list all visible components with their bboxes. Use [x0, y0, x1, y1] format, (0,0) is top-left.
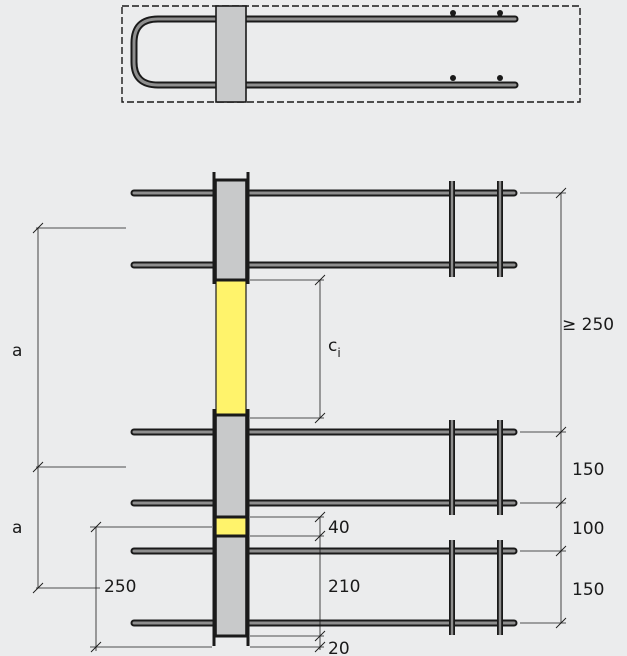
dim-tick — [32, 222, 44, 234]
label-min-250: ≥ 250 — [562, 315, 614, 335]
joint-gap-ci — [215, 279, 247, 416]
panel-column — [212, 172, 250, 646]
dimension-labels: a a ci ≥ 250 150 100 150 40 210 250 20 — [12, 315, 614, 656]
dim-tick — [32, 461, 44, 473]
joint-gap-40 — [215, 516, 247, 537]
dim-tick — [314, 630, 326, 642]
dimension-lines — [32, 187, 567, 653]
dim-tick — [314, 511, 326, 523]
dim-tick — [555, 497, 567, 509]
panel-lower — [215, 535, 247, 637]
hairpin-bar-outer — [130, 15, 519, 89]
panel-middle — [215, 414, 247, 518]
transverse-bar-dot — [450, 75, 456, 81]
hairpin-bar-core — [132, 17, 517, 87]
dim-tick — [314, 641, 326, 653]
label-210: 210 — [328, 577, 360, 597]
dim-tick — [314, 412, 326, 424]
dim-tick — [90, 641, 102, 653]
elevation-bars — [130, 189, 518, 627]
transverse-bar-dot — [497, 10, 503, 16]
label-150-lower: 150 — [572, 580, 604, 600]
label-ci-main: c — [328, 336, 337, 356]
dim-tick — [555, 545, 567, 557]
label-40: 40 — [328, 518, 350, 538]
stirrup-bars — [449, 181, 503, 635]
plan-panel-section — [215, 5, 247, 103]
label-250: 250 — [104, 577, 136, 597]
dim-tick — [555, 617, 567, 629]
label-20: 20 — [328, 639, 350, 656]
dim-tick — [32, 582, 44, 594]
label-150-upper: 150 — [572, 460, 604, 480]
transverse-bar-dot — [450, 10, 456, 16]
dim-tick — [555, 426, 567, 438]
transverse-bar-dot — [497, 75, 503, 81]
plan-view — [121, 5, 581, 103]
dim-tick — [90, 521, 102, 533]
dim-tick — [314, 274, 326, 286]
label-ci: ci — [328, 336, 341, 360]
dim-tick — [314, 530, 326, 542]
label-100: 100 — [572, 519, 604, 539]
label-a-upper: a — [12, 341, 22, 361]
label-ci-subscript: i — [337, 346, 340, 360]
dim-tick — [555, 187, 567, 199]
panel-upper — [215, 179, 247, 281]
plan-outline-dashed — [121, 5, 581, 103]
label-a-lower: a — [12, 518, 22, 538]
